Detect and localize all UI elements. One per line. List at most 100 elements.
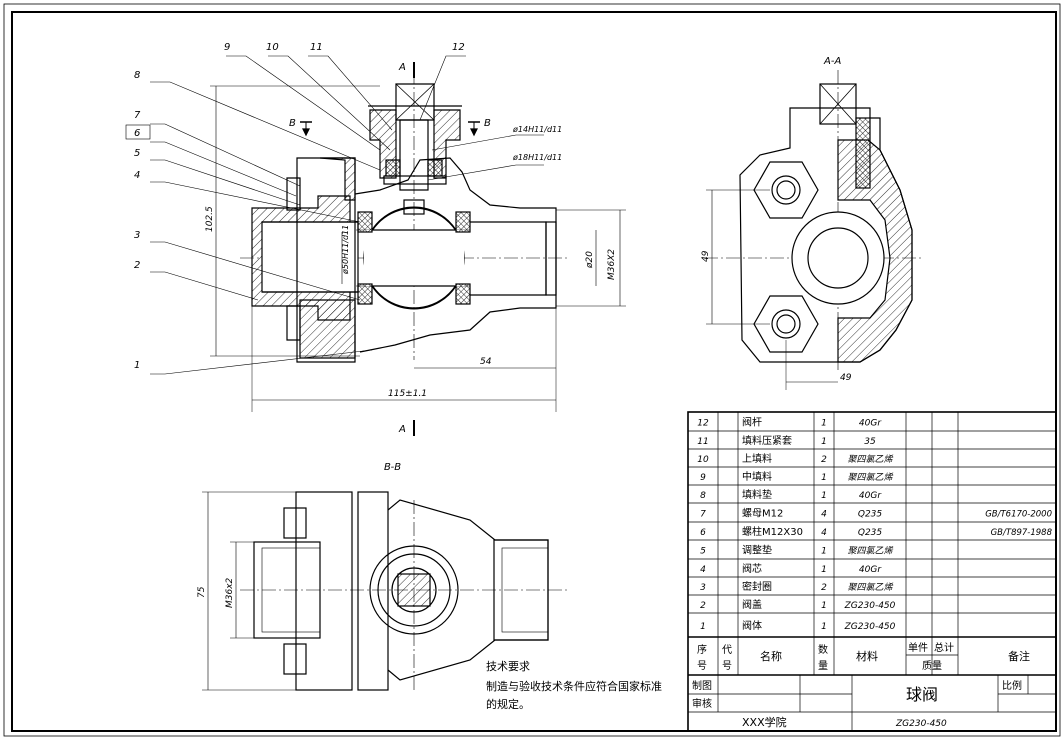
- bom-cell-material: 聚四氯乙烯: [847, 546, 893, 557]
- bom-cell-qty: 1: [821, 601, 827, 611]
- bom-cell-material: 聚四氯乙烯: [847, 472, 893, 483]
- balloon-2: 2: [134, 260, 140, 271]
- notes-title: 技术要求: [486, 660, 530, 673]
- label-scale: 比例: [1002, 679, 1022, 692]
- bom-row: 2 阀盖 1 ZG230-450: [700, 598, 896, 611]
- bom-cell-material: 40Gr: [859, 419, 882, 429]
- drawing-material: ZG230-450: [895, 719, 947, 729]
- bom-cell-material: 35: [864, 437, 876, 447]
- balloon-10: 10: [266, 42, 279, 53]
- bom-cell-name: 上填料: [742, 452, 772, 465]
- bom-header: 序 号 代 号 名称 数 量 材料 单件 总计 质量 备注: [697, 641, 1030, 672]
- bom-cell-no: 2: [700, 601, 706, 611]
- bom-cell-name: 调整垫: [742, 544, 772, 557]
- header-no-2: 号: [697, 660, 707, 672]
- bom-cell-no: 3: [700, 583, 706, 593]
- header-qty-1: 数: [818, 643, 828, 656]
- bom-cell-name: 填料压紧套: [742, 434, 792, 447]
- header-code-1: 代: [722, 644, 732, 656]
- section-aa-title: A-A: [823, 56, 841, 67]
- bom-cell-name: 螺柱M12X30: [742, 525, 803, 538]
- bom-cell-name: 阀芯: [742, 562, 762, 575]
- balloon-9: 9: [224, 42, 230, 53]
- bom-cell-name: 填料垫: [742, 488, 772, 501]
- bom-cell-name: 中填料: [742, 470, 772, 483]
- bom-cell-name: 阀盖: [742, 598, 762, 611]
- label-drawn-by: 制图: [692, 679, 712, 692]
- outer-frame: [3, 3, 1061, 737]
- bom-cell-material: ZG230-450: [844, 622, 896, 632]
- header-material: 材料: [856, 649, 878, 663]
- header-unit: 单件: [908, 642, 928, 654]
- dim-m36-main: M36X2: [607, 249, 617, 280]
- bom-cell-material: ZG230-450: [844, 601, 896, 611]
- technical-requirements: 技术要求 制造与验收技术条件应符合国家标准 的规定。: [486, 660, 662, 711]
- balloon-12: 12: [452, 42, 465, 53]
- section-aa-view: [704, 70, 922, 390]
- bom-cell-remark: GB/T6170-2000: [985, 510, 1052, 520]
- notes-line-2: 的规定。: [486, 697, 530, 711]
- section-mark-b-right: B: [484, 118, 491, 129]
- bom-cell-no: 4: [700, 565, 706, 575]
- bom-cell-no: 11: [697, 437, 708, 447]
- bom-cell-no: 8: [700, 491, 706, 501]
- dim-bb-m36: M36x2: [225, 577, 235, 608]
- bom-cell-qty: 4: [821, 528, 827, 538]
- bom-cell-name: 阀体: [742, 619, 762, 632]
- main-view: [150, 55, 626, 436]
- bom-cell-qty: 1: [821, 473, 827, 483]
- drawing-title: 球阀: [906, 685, 938, 704]
- school-name: XXX学院: [742, 715, 787, 729]
- balloon-8: 8: [134, 70, 140, 81]
- bom-row: 5 调整垫 1 聚四氯乙烯: [700, 544, 893, 557]
- header-qty-2: 量: [818, 660, 828, 672]
- balloon-7: 7: [134, 110, 141, 121]
- bom-cell-no: 12: [697, 419, 709, 429]
- bom-cell-no: 5: [700, 547, 706, 557]
- bom-cell-material: 40Gr: [859, 491, 882, 501]
- balloon-6: 6: [134, 128, 140, 139]
- bom-cell-no: 6: [700, 528, 706, 538]
- label-checked-by: 审核: [692, 697, 712, 710]
- bom-cell-qty: 1: [821, 565, 827, 575]
- header-total: 总计: [934, 641, 954, 654]
- bom-cell-qty: 1: [821, 491, 827, 501]
- bom-cell-material: 40Gr: [859, 565, 882, 575]
- dim-dia-50: ø50H11/d11: [341, 225, 350, 275]
- main-view-labels: A A B B 1 2 3 4 5 6 7 8 9 10 11 12 102.5…: [125, 42, 617, 435]
- bom-cell-no: 1: [700, 622, 706, 632]
- section-mark-b-left: B: [289, 118, 296, 129]
- bom-cell-material: 聚四氯乙烯: [847, 582, 893, 593]
- bom-cell-no: 9: [700, 473, 706, 483]
- bom-cell-qty: 2: [821, 583, 827, 593]
- bom-cell-no: 10: [697, 455, 709, 465]
- header-code-2: 号: [722, 660, 732, 672]
- header-name: 名称: [760, 649, 782, 663]
- balloon-4: 4: [134, 170, 140, 181]
- header-remark: 备注: [1008, 649, 1030, 663]
- dim-dia-14: ø14H11/d11: [512, 125, 562, 134]
- dim-aa-49-vertical: 49: [701, 250, 711, 262]
- dim-length-115: 115±1.1: [388, 389, 427, 399]
- bom-cell-name: 密封圈: [742, 580, 772, 593]
- header-mass: 质量: [922, 660, 942, 672]
- bom-row: 4 阀芯 1 40Gr: [700, 562, 882, 575]
- bom-row: 1 阀体 1 ZG230-450: [700, 619, 896, 632]
- title-block: 制图 审核 XXX学院 球阀 比例 ZG230-450: [692, 679, 1022, 729]
- bom-cell-qty: 2: [821, 455, 827, 465]
- bom-cell-no: 7: [700, 510, 706, 520]
- bom-cell-material: Q235: [858, 510, 883, 520]
- dim-dia-20: ø20: [585, 251, 595, 269]
- bom-cell-qty: 1: [821, 622, 827, 632]
- section-mark-a-bottom: A: [398, 424, 406, 435]
- bom-cell-qty: 1: [821, 547, 827, 557]
- balloon-5: 5: [134, 148, 140, 159]
- bom-cell-qty: 4: [821, 510, 827, 520]
